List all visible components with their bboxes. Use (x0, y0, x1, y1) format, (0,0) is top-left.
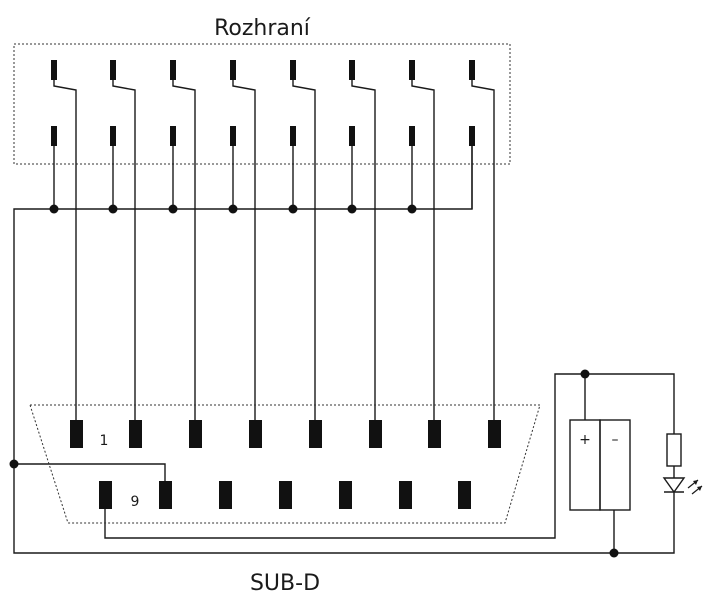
signal-wire (232, 80, 256, 420)
led-icon (662, 477, 703, 495)
sub-d-bottom-pin (159, 481, 172, 509)
led-return-wire (614, 492, 675, 554)
junction-dot (168, 204, 178, 214)
power-minus-cell (599, 419, 631, 511)
interface-bottom-pad (170, 126, 176, 146)
signal-wire (112, 80, 136, 420)
signal-wire (53, 80, 77, 420)
junction-dot (9, 459, 19, 469)
interface-top-pad (349, 60, 355, 80)
sub-d-top-pin (129, 420, 142, 448)
interface-top-pad (409, 60, 415, 80)
junctions (9, 204, 619, 558)
interface-bottom-pad (409, 126, 415, 146)
sub-d-bottom-pin (458, 481, 471, 509)
sub-d-top-pin (428, 420, 441, 448)
signal-wire (351, 80, 376, 420)
junction-dot (49, 204, 59, 214)
interface-box (13, 43, 511, 165)
interface-bottom-pad (349, 126, 355, 146)
junction-dot (609, 548, 619, 558)
sub-d-pins (70, 420, 501, 509)
interface-title: Rozhraní (214, 16, 311, 41)
sub-d-top-pin (189, 420, 202, 448)
sub-d-bottom-pin (219, 481, 232, 509)
common-bus-wire (13, 146, 614, 554)
signal-wire (172, 80, 196, 420)
interface-top-pad (170, 60, 176, 80)
interface-top-pad (290, 60, 296, 80)
sub-d-bottom-pin (99, 481, 112, 509)
led-resistor (666, 433, 682, 467)
interface-contacts (51, 60, 475, 146)
sub-d-top-pin (309, 420, 322, 448)
junction-dot (228, 204, 238, 214)
interface-top-pad (469, 60, 475, 80)
pin-loop-wire (14, 463, 166, 481)
wiring (13, 80, 675, 554)
plus-label: + (579, 432, 591, 448)
interface-top-pad (110, 60, 116, 80)
junction-dot (407, 204, 417, 214)
junction-dot (288, 204, 298, 214)
signal-wire (411, 80, 435, 420)
interface-bottom-pad (51, 126, 57, 146)
interface-bottom-pad (230, 126, 236, 146)
power-feed-wire (104, 373, 675, 539)
sub-d-top-pin (249, 420, 262, 448)
interface-top-pad (51, 60, 57, 80)
interface-bottom-pad (469, 126, 475, 146)
sub-d-bottom-pin (399, 481, 412, 509)
junction-dot (347, 204, 357, 214)
connector-title: SUB-D (250, 571, 320, 596)
interface-top-pad (230, 60, 236, 80)
pin-9-label: 9 (131, 494, 140, 510)
signal-wire (292, 80, 316, 420)
interface-bottom-pad (110, 126, 116, 146)
minus-label: – (612, 432, 619, 448)
sub-d-bottom-pin (279, 481, 292, 509)
sub-d-top-pin (488, 420, 501, 448)
junction-dot (108, 204, 118, 214)
sub-d-top-pin (369, 420, 382, 448)
sub-d-top-pin (70, 420, 83, 448)
junction-dot (580, 369, 590, 379)
signal-wire (471, 80, 495, 420)
sub-d-outline (29, 404, 541, 524)
sub-d-bottom-pin (339, 481, 352, 509)
interface-bottom-pad (290, 126, 296, 146)
pin-1-label: 1 (100, 433, 109, 449)
